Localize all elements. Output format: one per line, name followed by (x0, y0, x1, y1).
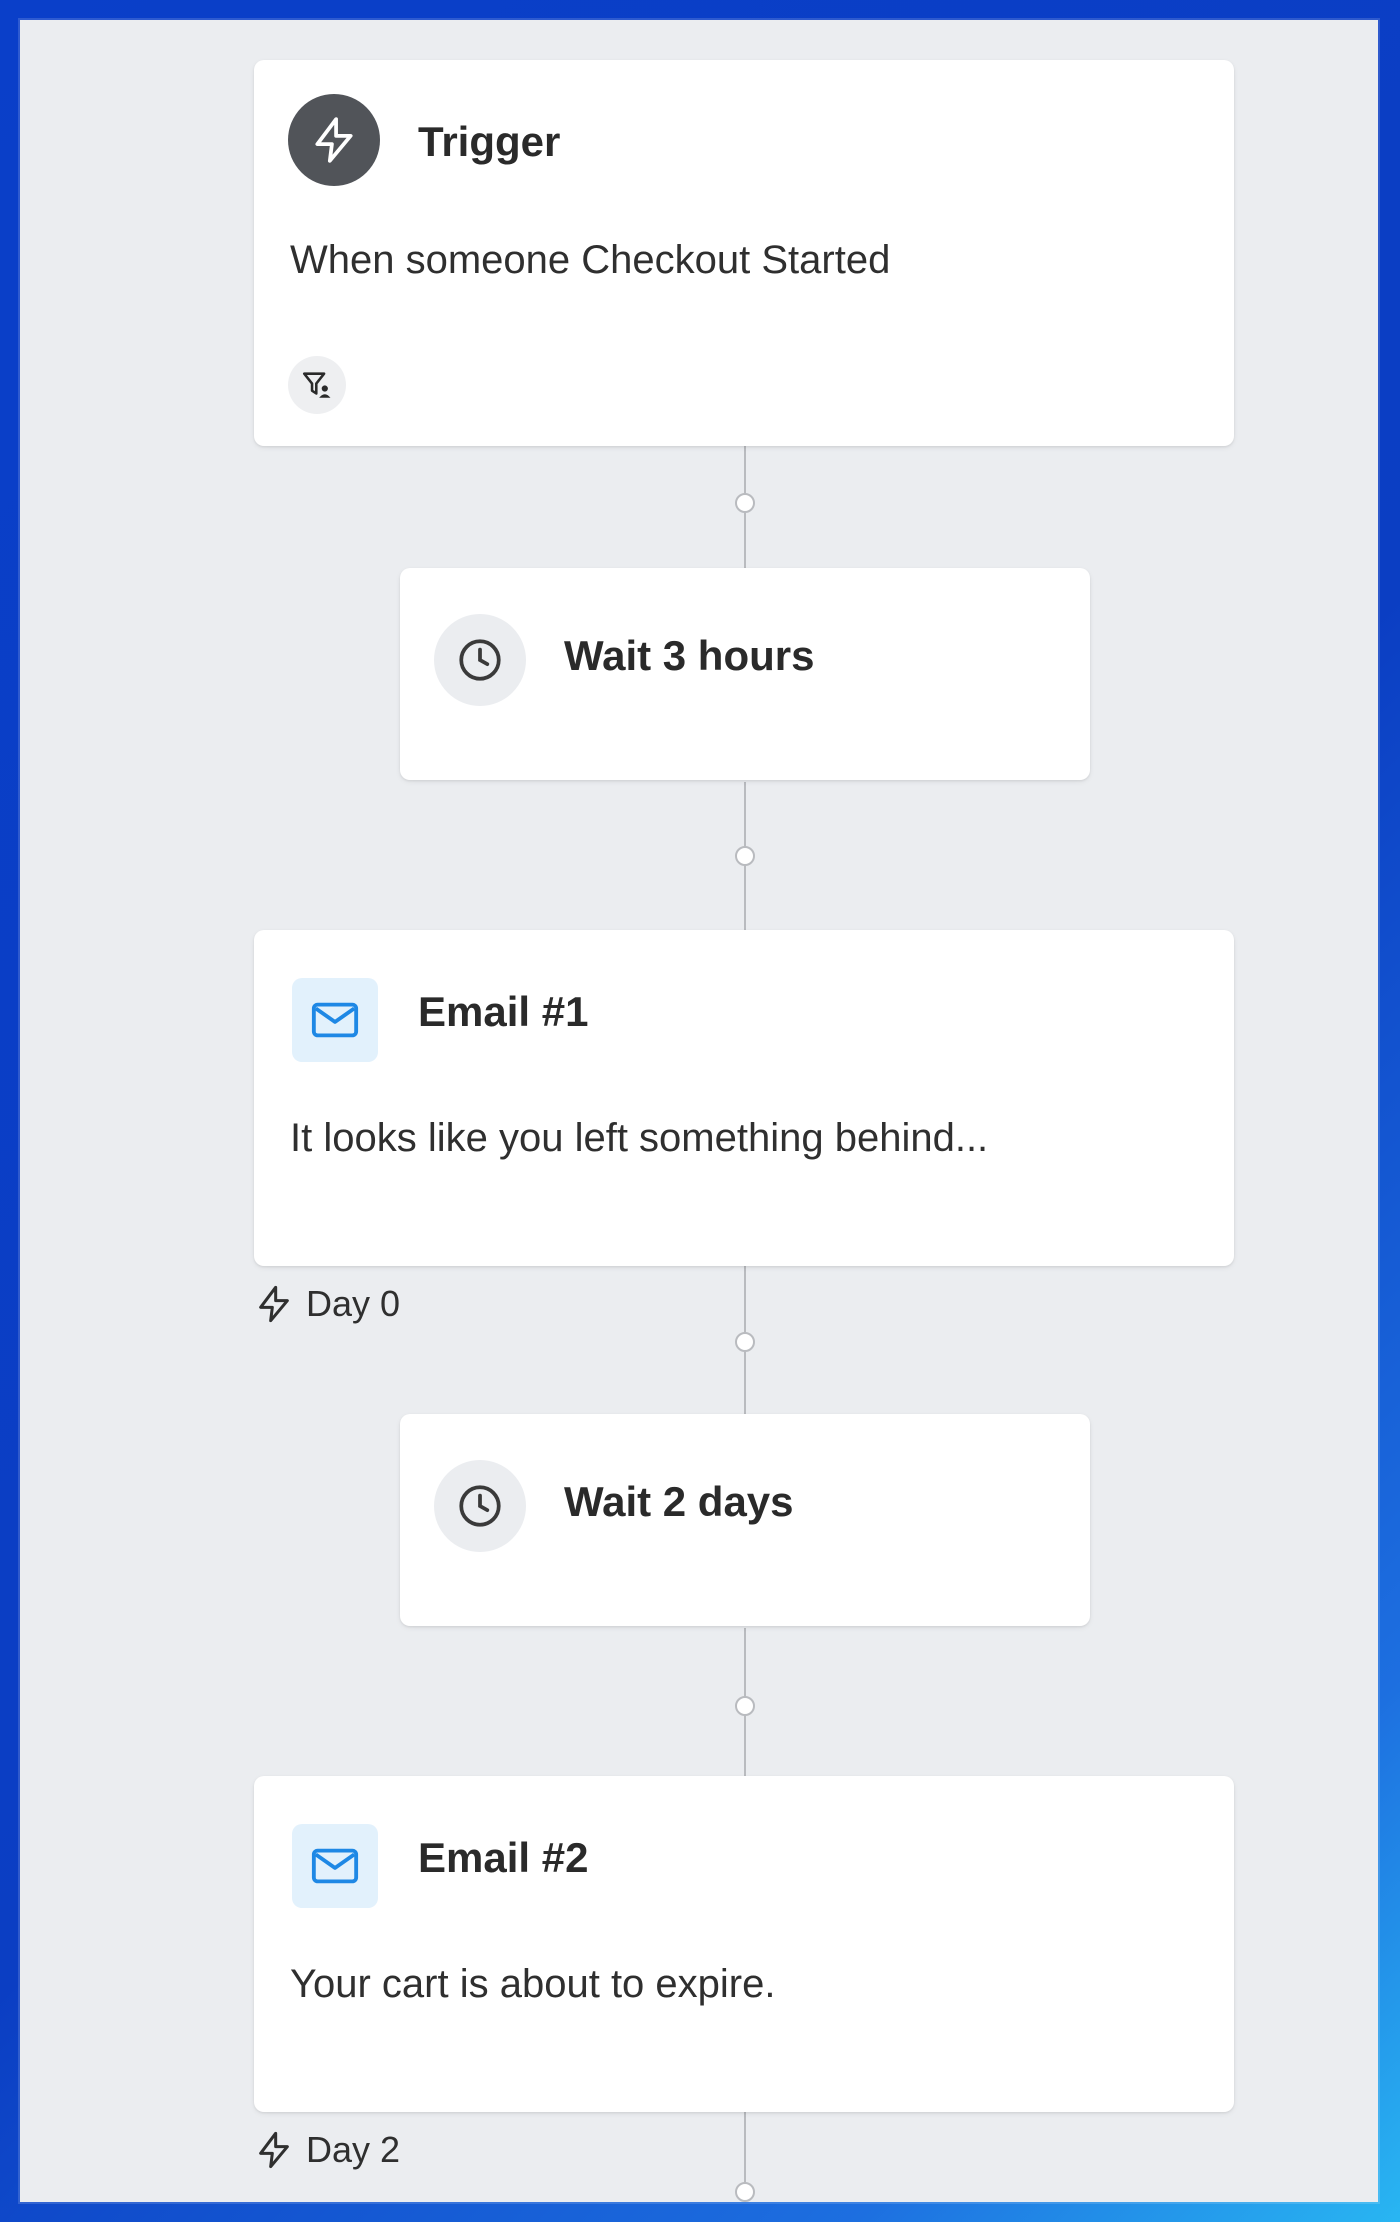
day-label: Day 2 (254, 2128, 400, 2172)
clock-icon (434, 614, 526, 706)
wait-card[interactable]: Wait 2 days (400, 1414, 1090, 1626)
add-step-node[interactable] (735, 2182, 755, 2202)
connector-line (744, 446, 746, 588)
add-step-node[interactable] (735, 1332, 755, 1352)
email-title: Email #2 (418, 1834, 589, 1881)
mail-icon (292, 978, 378, 1062)
day-label-text: Day 0 (306, 1283, 401, 1324)
clock-icon (434, 1460, 526, 1552)
trigger-description: When someone Checkout Started (290, 238, 891, 282)
wait-title: Wait 2 days (564, 1478, 794, 1525)
day-label-text: Day 2 (306, 2129, 401, 2170)
add-step-node[interactable] (735, 846, 755, 866)
connector-line (744, 782, 746, 950)
email-card[interactable]: Email #2 Your cart is about to expire. (254, 1776, 1234, 2112)
mail-icon (292, 1824, 378, 1908)
lightning-bolt-icon (288, 94, 380, 186)
add-step-node[interactable] (735, 493, 755, 513)
email-subject: Your cart is about to expire. (290, 1962, 776, 2006)
trigger-card[interactable]: Trigger When someone Checkout Started (254, 60, 1234, 446)
lightning-bolt-icon (259, 2131, 289, 2169)
email-subject: It looks like you left something behind.… (290, 1116, 989, 1160)
filter-person-icon[interactable] (288, 356, 346, 414)
connector-line (744, 2110, 746, 2202)
flow-canvas: Trigger When someone Checkout Started Wa… (20, 20, 1378, 2202)
add-step-node[interactable] (735, 1696, 755, 1716)
day-label: Day 0 (254, 1282, 400, 1326)
lightning-bolt-icon (259, 1285, 289, 1323)
trigger-title: Trigger (418, 118, 561, 165)
wait-title: Wait 3 hours (564, 632, 815, 679)
email-card[interactable]: Email #1 It looks like you left somethin… (254, 930, 1234, 1266)
wait-card[interactable]: Wait 3 hours (400, 568, 1090, 780)
email-title: Email #1 (418, 988, 589, 1035)
